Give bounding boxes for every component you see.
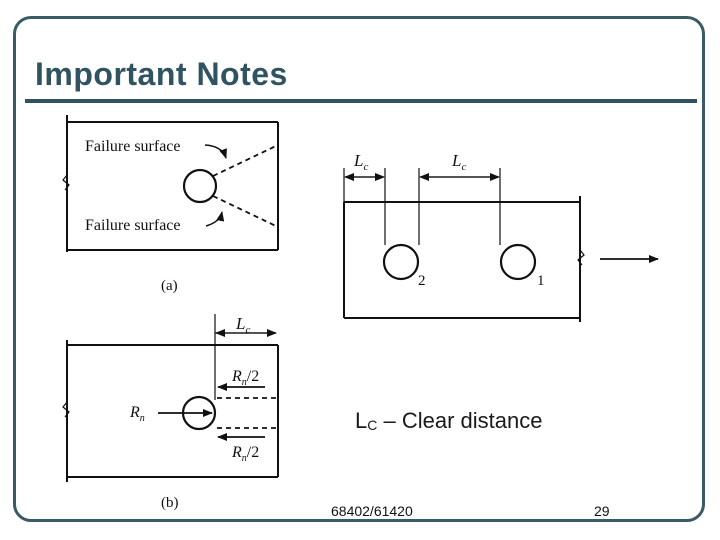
note-text: – Clear distance [377, 408, 543, 433]
failure-pointer-bottom [205, 211, 225, 227]
panel-b-break-mark [62, 401, 70, 418]
panel-a [62, 115, 279, 252]
title-underline [25, 99, 697, 103]
failure-line-top [212, 144, 279, 177]
bolt-hole-2 [382, 243, 420, 281]
plate-break-mark [577, 249, 585, 266]
note-subscript: C [367, 417, 378, 433]
panel-b-lc-label: Lc [235, 314, 250, 336]
slide-frame [13, 16, 705, 522]
clear-distance-note: LC – Clear distance [355, 408, 542, 434]
rn-half-bottom-label: Rn/2 [231, 444, 259, 464]
hole-2-label: 2 [418, 273, 426, 289]
footer-code: 68402/61420 [331, 503, 413, 519]
rn-label: Rn [129, 404, 145, 424]
failure-surface-bottom-label: Failure surface [85, 217, 181, 234]
page-number: 29 [594, 503, 610, 519]
panel-a-bolt-hole [182, 168, 218, 204]
failure-pointer-top [204, 144, 227, 159]
right-lc2-label: Lc [451, 151, 466, 173]
panel-right [343, 168, 659, 322]
note-prefix: L [355, 408, 368, 433]
panel-b [62, 314, 279, 482]
bolt-hole-1 [499, 243, 537, 281]
right-lc1-label: Lc [353, 151, 368, 173]
rn-half-top-label: Rn/2 [231, 368, 259, 388]
panel-a-break-mark [62, 174, 70, 191]
slide-title: Important Notes [35, 56, 288, 92]
panel-b-label: (b) [161, 495, 179, 511]
hole-1-label: 1 [537, 273, 545, 289]
failure-surface-top-label: Failure surface [85, 138, 181, 155]
panel-a-label: (a) [161, 278, 178, 294]
failure-line-bottom [212, 195, 279, 228]
